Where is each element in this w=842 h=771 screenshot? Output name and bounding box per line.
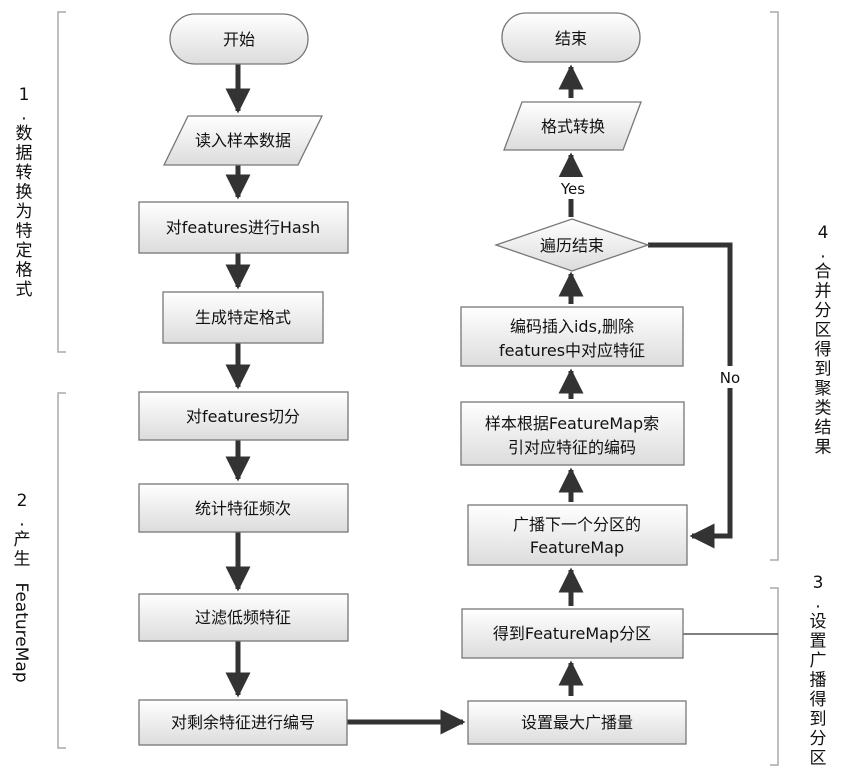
section-label-char: 换 — [16, 183, 33, 203]
section-label-char: 并 — [815, 282, 832, 302]
section-label-char: 为 — [16, 202, 33, 222]
section-label-char: . — [820, 243, 825, 263]
section-bracket-3 — [770, 588, 778, 765]
section-label-char: 转 — [16, 163, 33, 183]
node-hash-features-label: 对features进行Hash — [166, 218, 320, 237]
section-label-char: 结 — [815, 418, 832, 438]
section-label-char: . — [815, 593, 820, 613]
node-broadcast-next-label-1: 广播下一个分区的 — [513, 515, 641, 534]
node-insert-ids-label-2: features中对应特征 — [499, 341, 645, 360]
section-label-char: 4 — [818, 223, 829, 243]
section-label-char: 置 — [810, 632, 827, 652]
edge-label-yes: Yes — [560, 180, 585, 198]
section-4-label: 4.合并分区得到聚类结果 — [815, 223, 832, 458]
node-start: 开始 — [170, 14, 308, 64]
node-lookup-encoding: 样本根据FeatureMap索 引对应特征的编码 — [461, 402, 684, 465]
node-format-convert: 格式转换 — [504, 102, 641, 150]
section-label-char: 到 — [810, 710, 827, 730]
section-bracket-4 — [770, 12, 778, 560]
section-label-char: 分 — [815, 301, 832, 321]
node-filter-low-freq-label: 过滤低频特征 — [195, 608, 291, 627]
section-label-char: 区 — [810, 749, 827, 769]
node-set-max-broadcast-label: 设置最大广播量 — [521, 713, 633, 732]
section-label-char: 1 — [19, 85, 30, 105]
node-split-features-label: 对features切分 — [186, 407, 300, 426]
section-label-char: 广 — [810, 651, 827, 671]
node-number-features-label: 对剩余特征进行编号 — [171, 713, 315, 732]
node-count-frequency-label: 统计特征频次 — [195, 499, 291, 518]
node-get-partitions: 得到FeatureMap分区 — [462, 609, 683, 658]
section-label-char: 3 — [813, 573, 824, 593]
node-insert-ids: 编码插入ids,删除 features中对应特征 — [461, 307, 683, 366]
edge-traverse-to-broadcast-no — [648, 245, 730, 536]
section-label-char: . — [21, 105, 26, 125]
node-broadcast-next: 广播下一个分区的 FeatureMap — [468, 505, 687, 565]
node-traverse-done: 遍历结束 — [496, 219, 648, 271]
node-split-features: 对features切分 — [139, 392, 348, 440]
section-label-char: 得 — [815, 340, 832, 360]
node-hash-features: 对features进行Hash — [139, 202, 348, 253]
node-get-partitions-label: 得到FeatureMap分区 — [493, 624, 651, 643]
node-read-sample-label: 读入样本数据 — [195, 131, 291, 150]
section-1-label: 1.数据转换为特定格式 — [16, 85, 33, 300]
section-label-char: 分 — [810, 729, 827, 749]
node-end: 结束 — [502, 13, 640, 62]
node-insert-ids-label-1: 编码插入ids,删除 — [510, 317, 634, 336]
section-2-label: 2.产生 FeatureMap — [11, 491, 31, 683]
section-label-char: 聚 — [815, 379, 832, 399]
node-generate-format-label: 生成特定格式 — [195, 308, 291, 327]
section-label-rotated: FeatureMap — [11, 583, 31, 683]
node-traverse-done-label: 遍历结束 — [540, 236, 604, 255]
section-label-char: 播 — [810, 671, 827, 691]
node-set-max-broadcast: 设置最大广播量 — [468, 701, 686, 744]
section-label-char: 生 — [14, 550, 31, 570]
section-label-char: 合 — [815, 262, 832, 282]
edge-label-no: No — [720, 369, 740, 387]
section-label-char: 果 — [815, 438, 832, 458]
section-label-char: 产 — [14, 530, 31, 550]
section-label-char: 定 — [16, 241, 33, 261]
section-label-char: 据 — [16, 144, 33, 164]
node-read-sample: 读入样本数据 — [164, 116, 322, 165]
node-format-convert-label: 格式转换 — [541, 117, 605, 136]
section-label-char: 类 — [815, 399, 832, 419]
section-3-label: 3.设置广播得到分区 — [810, 573, 827, 769]
node-generate-format: 生成特定格式 — [163, 292, 323, 343]
section-bracket-1 — [58, 12, 66, 352]
section-label-char: 数 — [16, 124, 33, 144]
node-count-frequency: 统计特征频次 — [139, 484, 348, 532]
section-label-char: 格 — [16, 261, 33, 281]
node-start-label: 开始 — [223, 30, 255, 49]
node-lookup-encoding-label-2: 引对应特征的编码 — [508, 438, 636, 457]
section-label-char: 得 — [810, 690, 827, 710]
section-label-char: . — [19, 511, 24, 531]
node-number-features: 对剩余特征进行编号 — [139, 700, 347, 745]
section-bracket-2 — [58, 393, 66, 748]
section-label-char: 区 — [815, 321, 832, 341]
node-broadcast-next-label-2: FeatureMap — [530, 538, 624, 557]
section-label-char: 2 — [17, 491, 28, 511]
section-label-char: 设 — [810, 612, 827, 632]
node-end-label: 结束 — [555, 29, 587, 48]
section-label-char: 式 — [16, 280, 33, 300]
section-label-char: 特 — [16, 222, 33, 242]
section-label-char: 到 — [815, 360, 832, 380]
node-lookup-encoding-label-1: 样本根据FeatureMap索 — [485, 414, 659, 433]
node-filter-low-freq: 过滤低频特征 — [139, 594, 348, 641]
